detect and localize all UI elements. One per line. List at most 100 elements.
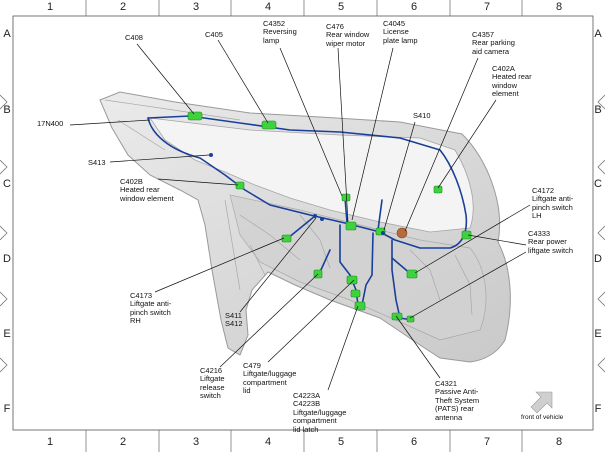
leader-s413 [109, 154, 210, 163]
connector-c402a [433, 185, 443, 194]
col-ref-7-top: 7 [483, 1, 491, 13]
label-c4352: C4352 Reversing lamp [263, 19, 297, 45]
label-c4173: C4173 Liftgate anti- pinch switch RH [130, 291, 172, 326]
inner-border [12, 15, 594, 431]
label-c4321: C4321 Passive Anti- Theft System (PATS) … [435, 379, 480, 422]
col-ref-4-top: 4 [264, 1, 272, 13]
inner-panel [229, 194, 487, 341]
leader-c408 [136, 43, 195, 115]
connector-c402b [235, 181, 245, 190]
row-ref-d-left: D [3, 253, 11, 265]
row-ref-e-right: E [594, 328, 602, 340]
row-ref-e-left: E [3, 328, 11, 340]
row-ref-c-left: C [3, 178, 11, 190]
harness-center-down-2 [361, 232, 374, 306]
leader-c476 [337, 47, 349, 223]
connector-c4352 [341, 193, 351, 202]
leader-c479 [267, 279, 355, 363]
lamp-c4357 [396, 227, 408, 239]
liftgate-ribs [104, 99, 473, 316]
row-ref-b-right: B [594, 104, 602, 116]
connector-c4321-b [406, 315, 415, 323]
leader-c4223 [327, 305, 359, 391]
connector-c408 [187, 111, 203, 121]
row-ref-f-left: F [3, 403, 11, 415]
leader-s410 [383, 121, 416, 231]
leader-c4333 [467, 234, 527, 246]
leader-c402a [437, 99, 497, 189]
front-of-vehicle-label: front of vehicle [521, 414, 564, 421]
leader-c4352 [279, 47, 343, 197]
leader-c4216 [219, 273, 319, 368]
harness-s410-drop [377, 199, 383, 231]
connector-c4172 [406, 269, 418, 279]
row-ref-a-right: A [594, 28, 602, 40]
column-ticks [85, 0, 523, 452]
col-ref-2-top: 2 [119, 1, 127, 13]
harness-c4216-branch [319, 249, 331, 273]
harness-left-branch [147, 117, 396, 241]
col-ref-5-top: 5 [337, 1, 345, 13]
splices [209, 153, 385, 235]
leader-c4173 [154, 237, 285, 293]
connector-c479 [346, 275, 358, 285]
harness-upper-loop [147, 115, 468, 249]
row-ref-b-left: B [3, 104, 11, 116]
label-c405: C405 [205, 30, 223, 39]
leader-c4321-b [409, 251, 527, 319]
leader-c4357 [404, 57, 479, 232]
row-dividers [0, 94, 605, 373]
col-ref-7-bottom: 7 [483, 436, 491, 448]
row-ref-a-left: A [3, 28, 11, 40]
col-ref-6-bottom: 6 [410, 436, 418, 448]
col-ref-8-top: 8 [555, 1, 563, 13]
label-s413: S413 [88, 158, 106, 167]
label-s411-s412: S411 S412 [225, 311, 243, 329]
row-ref-f-right: F [594, 403, 602, 415]
leader-s411 [239, 217, 317, 313]
arrow-icon [530, 391, 553, 414]
col-ref-5-bottom: 5 [337, 436, 345, 448]
splice-s410 [381, 231, 385, 235]
col-ref-3-top: 3 [192, 1, 200, 13]
window-opening [149, 117, 474, 233]
label-c402b: C402B Heated rear window element [120, 177, 174, 203]
harness-c4173-branch [287, 215, 316, 239]
col-ref-8-bottom: 8 [555, 436, 563, 448]
label-c402a: C402A Heated rear window element [492, 64, 532, 99]
leader-c405 [217, 39, 269, 124]
label-c4172: C4172 Liftgate anti- pinch switch LH [532, 186, 574, 221]
label-c4045: C4045 License plate lamp [383, 19, 418, 45]
label-s410: S410 [413, 111, 431, 120]
connector-c476 [345, 221, 357, 231]
col-ref-2-bottom: 2 [119, 436, 127, 448]
leader-c402b [157, 178, 239, 186]
row-ref-c-right: C [594, 178, 602, 190]
leader-c4045 [351, 47, 394, 221]
label-17n400: 17N400 [37, 119, 64, 128]
splice-s412 [320, 217, 324, 221]
row-ref-d-right: D [594, 253, 602, 265]
connector-c4333 [461, 230, 472, 240]
leader-17n400 [69, 119, 151, 126]
col-ref-1-top: 1 [46, 1, 54, 13]
label-c4333: C4333 Rear power liftgate switch [528, 229, 574, 255]
splice-s413 [209, 153, 213, 157]
connector-c4321 [391, 312, 403, 321]
leader-c4321 [395, 315, 441, 379]
splice-s411 [313, 214, 317, 218]
label-c408: C408 [125, 33, 143, 42]
harness-right-down [391, 239, 413, 321]
label-c476: C476 Rear window wiper motor [326, 22, 370, 48]
connector-c479-b [350, 289, 361, 298]
leader-c4172 [414, 204, 531, 274]
harness-c4352-drop [344, 197, 348, 223]
col-ref-6-top: 6 [410, 1, 418, 13]
label-c4223: C4223A C4223B Liftgate/luggage compartme… [293, 391, 347, 434]
col-ref-1-bottom: 1 [46, 436, 54, 448]
label-c4357: C4357 Rear parking aid camera [472, 30, 515, 56]
